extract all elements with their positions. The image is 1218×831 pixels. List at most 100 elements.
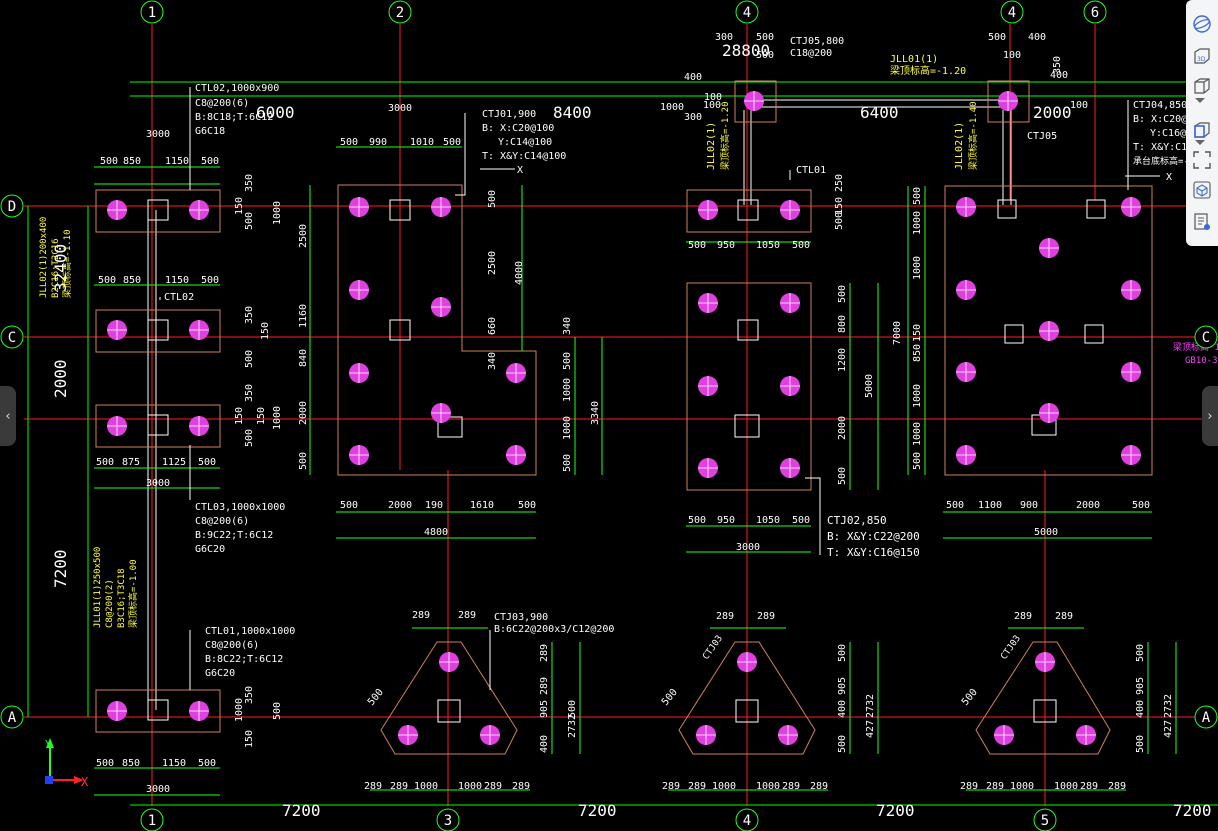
pile <box>506 445 526 465</box>
axis-bubble-label: 2 <box>396 5 404 21</box>
pile <box>431 197 451 217</box>
dimension-text: 1000 <box>712 781 736 792</box>
span-label: 8400 <box>553 103 592 122</box>
dimension-text: 1000 <box>912 211 923 235</box>
dimension-text: 500 <box>340 137 358 148</box>
dropdown-arrow-icon[interactable] <box>1195 98 1205 103</box>
dimension-text: 150 <box>244 730 255 748</box>
pile <box>956 197 976 217</box>
pile <box>780 200 800 220</box>
pile <box>480 725 500 745</box>
chevron-left-icon: ‹ <box>5 408 11 424</box>
dimension-text: 289 <box>458 610 476 621</box>
dimension-text: 500 <box>98 275 116 286</box>
dimension-text: 190 <box>425 500 443 511</box>
dimension-text: 660 <box>487 317 498 335</box>
axis-grid <box>24 24 1218 806</box>
cap-label: CTL01 <box>796 165 826 176</box>
dimension-text: 2732 <box>567 714 578 738</box>
dimension-text: 1100 <box>978 500 1002 511</box>
dimension-text: 1000 <box>660 102 684 113</box>
dimension-text: 1000 <box>756 781 780 792</box>
dimension-text: 150 <box>912 324 923 342</box>
dimension-text: 300 <box>715 32 733 43</box>
pile <box>698 200 718 220</box>
dimension-text: 500 <box>837 735 848 753</box>
cap-label: T: X&Y:C14@100 <box>482 151 566 162</box>
dimension-text: 905 <box>539 700 550 718</box>
span-label: 7200 <box>876 801 915 820</box>
axis-bubble-label: 5 <box>1041 813 1049 829</box>
cap-label: CTL03,1000x1000 <box>195 502 285 513</box>
dropdown-arrow-icon[interactable] <box>1195 140 1205 145</box>
axis-bubble: 3 <box>436 808 460 831</box>
cube-view-button[interactable] <box>1190 74 1214 98</box>
layers-panel-button[interactable] <box>1190 210 1214 234</box>
dimension-text: 500 <box>201 275 219 286</box>
cap-label: B: X:C20@100 <box>1133 114 1205 125</box>
dimension-text: 500 <box>988 32 1006 43</box>
cap-label: B:6C22@200x3/C12@200 <box>494 624 614 635</box>
cap-label: G6C20 <box>205 668 235 679</box>
dimension-text: 427 <box>1163 720 1174 738</box>
pile <box>744 91 764 111</box>
view-3d-icon: 3D <box>1194 48 1210 64</box>
next-page-button[interactable]: › <box>1202 386 1218 446</box>
dimension-text: 500 <box>244 350 255 368</box>
beam-label: B3C16;T3C18 <box>117 568 127 628</box>
pile <box>1121 362 1141 382</box>
cube-solid-button[interactable] <box>1190 118 1214 142</box>
dimension-text: 500 <box>244 429 255 447</box>
cap-label: X <box>517 165 523 176</box>
axis-bubble-label: 3 <box>444 813 452 829</box>
beam-label: JLL02(1) <box>954 122 965 170</box>
dimension-text: 905 <box>1135 677 1146 695</box>
pile <box>998 91 1018 111</box>
prev-page-button[interactable]: ‹ <box>0 386 16 446</box>
dimension-text: 850 <box>123 156 141 167</box>
beam-label: 梁顶标高=-1.20 <box>719 101 731 170</box>
span-label: 2000 <box>51 359 70 398</box>
dimension-text: 2000 <box>837 416 848 440</box>
dimension-text: 2500 <box>298 224 309 248</box>
dimension-text: 500 <box>96 457 114 468</box>
pile <box>349 445 369 465</box>
span-label: 6400 <box>860 103 899 122</box>
dimension-text: 289 <box>412 610 430 621</box>
pile <box>349 363 369 383</box>
dimension-text: 500 <box>562 352 573 370</box>
fit-screen-button[interactable] <box>1190 148 1214 172</box>
cap-label: B:9C22;T:6C12 <box>195 530 273 541</box>
pile <box>431 403 451 423</box>
pile <box>349 280 369 300</box>
dimension-text: 500 <box>562 454 573 472</box>
cap-label: CTL02 <box>164 292 194 303</box>
span-label: 7200 <box>282 801 321 820</box>
dimension-text: 500 <box>272 702 283 720</box>
dimension-text: 1000 <box>234 698 245 722</box>
sphere-view-button[interactable] <box>1190 12 1214 36</box>
view-3d-button[interactable]: 3D <box>1190 44 1214 68</box>
dimension-text: 400 <box>837 700 848 718</box>
dimension-text: 340 <box>562 317 573 335</box>
leader-lines <box>159 87 1160 690</box>
tie-beams <box>147 99 1012 710</box>
dimension-text: 289 <box>539 677 550 695</box>
dimension-text: 1000 <box>912 256 923 280</box>
overall-dims <box>27 81 1218 806</box>
cap-label: C8@200(6) <box>195 516 249 527</box>
pile <box>737 652 757 672</box>
pile <box>1039 403 1059 423</box>
pile <box>956 362 976 382</box>
beam-label: C8@200(2) <box>105 579 115 628</box>
isometric-button[interactable] <box>1190 178 1214 202</box>
dimension-text: 289 <box>390 781 408 792</box>
dimension-text: 500 <box>688 515 706 526</box>
cap-label: CTJ05 <box>1027 131 1057 142</box>
dimension-text: 289 <box>688 781 706 792</box>
pile <box>506 363 526 383</box>
span-label: 2000 <box>1033 103 1072 122</box>
dimension-text: 100 <box>1003 50 1021 61</box>
